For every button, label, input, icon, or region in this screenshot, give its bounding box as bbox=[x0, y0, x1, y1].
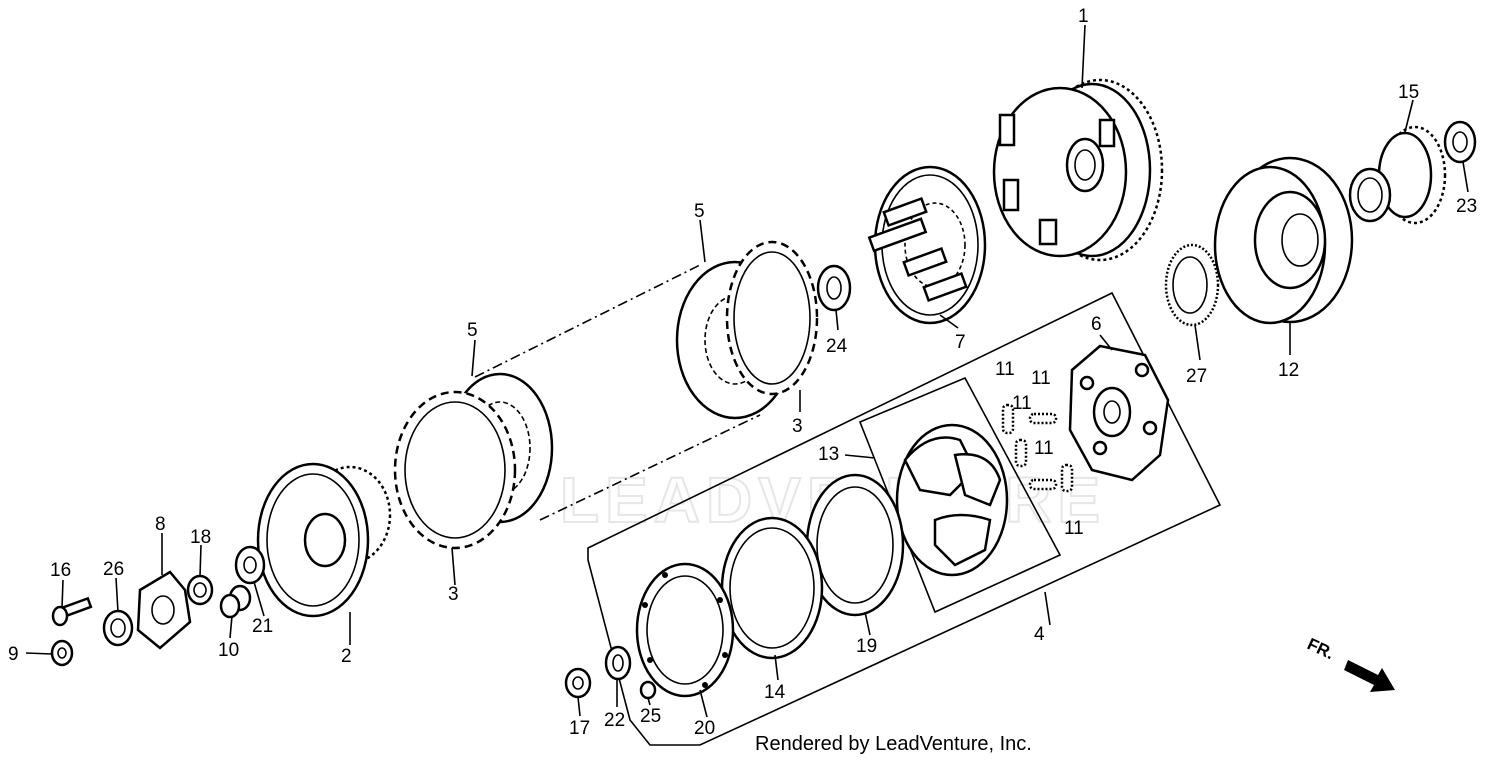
nut-part-9[interactable] bbox=[50, 639, 74, 667]
spring-part-11-d[interactable] bbox=[1028, 478, 1058, 491]
callout-12[interactable]: 12 bbox=[1278, 360, 1299, 381]
callout-18[interactable]: 18 bbox=[190, 527, 211, 548]
washer-part-21[interactable] bbox=[234, 545, 266, 585]
collar-part-10[interactable] bbox=[219, 584, 252, 619]
gear-part-15[interactable] bbox=[1348, 125, 1447, 225]
one-way-clutch-part-27[interactable] bbox=[1164, 243, 1220, 327]
clutch-outer-part-1[interactable] bbox=[992, 78, 1164, 262]
callout-7[interactable]: 7 bbox=[955, 332, 966, 353]
callout-23[interactable]: 23 bbox=[1456, 196, 1477, 217]
callout-17[interactable]: 17 bbox=[569, 718, 590, 739]
leader-lines bbox=[25, 24, 1469, 718]
callout-5-upper[interactable]: 5 bbox=[694, 201, 705, 222]
direction-arrow-icon bbox=[1344, 660, 1395, 692]
friction-disc-part-3-lower[interactable] bbox=[393, 390, 517, 550]
callout-3-upper[interactable]: 3 bbox=[792, 416, 803, 437]
callout-11-b[interactable]: 11 bbox=[1031, 368, 1051, 389]
assembly-outline-part-4 bbox=[587, 291, 1222, 746]
callout-14[interactable]: 14 bbox=[764, 682, 786, 703]
nut-part-17[interactable] bbox=[564, 667, 592, 699]
clutch-drum-part-2[interactable] bbox=[256, 462, 392, 618]
callout-6[interactable]: 6 bbox=[1091, 314, 1102, 335]
spring-part-11-a[interactable] bbox=[1001, 403, 1015, 435]
spring-part-11-e[interactable] bbox=[1060, 463, 1074, 493]
front-direction-indicator: FR. bbox=[1304, 634, 1395, 692]
pressure-plate-part-7[interactable] bbox=[867, 165, 987, 325]
callout-1[interactable]: 1 bbox=[1078, 6, 1089, 27]
callout-10[interactable]: 10 bbox=[218, 640, 239, 661]
nut-part-25[interactable] bbox=[639, 680, 657, 700]
callout-11-a[interactable]: 11 bbox=[995, 359, 1015, 380]
bolt-part-16[interactable] bbox=[51, 596, 93, 627]
direction-label: FR. bbox=[1304, 634, 1337, 663]
assembly-line-upper bbox=[474, 264, 701, 378]
callout-11-d[interactable]: 11 bbox=[1034, 438, 1054, 459]
callout-9[interactable]: 9 bbox=[8, 644, 19, 665]
callout-19[interactable]: 19 bbox=[856, 636, 877, 657]
callout-11-c[interactable]: 11 bbox=[1012, 393, 1032, 414]
callout-22[interactable]: 22 bbox=[604, 710, 625, 731]
callout-3-lower[interactable]: 3 bbox=[448, 584, 459, 605]
spring-part-11-b[interactable] bbox=[1028, 412, 1058, 425]
callout-4[interactable]: 4 bbox=[1034, 624, 1045, 645]
callout-5-lower[interactable]: 5 bbox=[467, 320, 478, 341]
callout-16[interactable]: 16 bbox=[50, 560, 71, 581]
callout-11-e[interactable]: 11 bbox=[1064, 518, 1084, 539]
callout-2[interactable]: 2 bbox=[341, 646, 352, 667]
footer-credit: Rendered by LeadVenture, Inc. bbox=[755, 733, 1032, 755]
drum-part-12[interactable] bbox=[1213, 156, 1354, 325]
assembly-line-lower bbox=[539, 414, 761, 521]
callout-8[interactable]: 8 bbox=[155, 514, 166, 535]
callout-15[interactable]: 15 bbox=[1398, 82, 1419, 103]
callout-13[interactable]: 13 bbox=[818, 444, 839, 465]
spring-plate-part-6[interactable] bbox=[1068, 344, 1170, 482]
washer-part-23[interactable] bbox=[1443, 120, 1477, 164]
nut-part-18[interactable] bbox=[186, 574, 214, 606]
callout-24[interactable]: 24 bbox=[826, 336, 848, 357]
callout-21[interactable]: 21 bbox=[252, 616, 273, 637]
callout-27[interactable]: 27 bbox=[1186, 366, 1207, 387]
spring-part-11-c[interactable] bbox=[1014, 438, 1028, 468]
plate-part-8[interactable] bbox=[136, 570, 192, 650]
callout-labels: 1 2 3 3 4 5 5 6 7 8 9 10 11 11 11 11 11 … bbox=[8, 6, 1477, 739]
ring-part-14[interactable] bbox=[720, 516, 824, 660]
bearing-part-26[interactable] bbox=[102, 609, 134, 647]
callout-26[interactable]: 26 bbox=[103, 559, 124, 580]
callout-20[interactable]: 20 bbox=[694, 718, 715, 739]
callout-25[interactable]: 25 bbox=[640, 706, 661, 727]
friction-disc-part-3-upper[interactable] bbox=[725, 240, 819, 396]
cover-plate-part-20[interactable] bbox=[635, 562, 735, 698]
clutch-weights-part-13[interactable] bbox=[895, 423, 1009, 577]
washer-part-22[interactable] bbox=[604, 645, 632, 681]
washer-part-24[interactable] bbox=[816, 264, 852, 312]
